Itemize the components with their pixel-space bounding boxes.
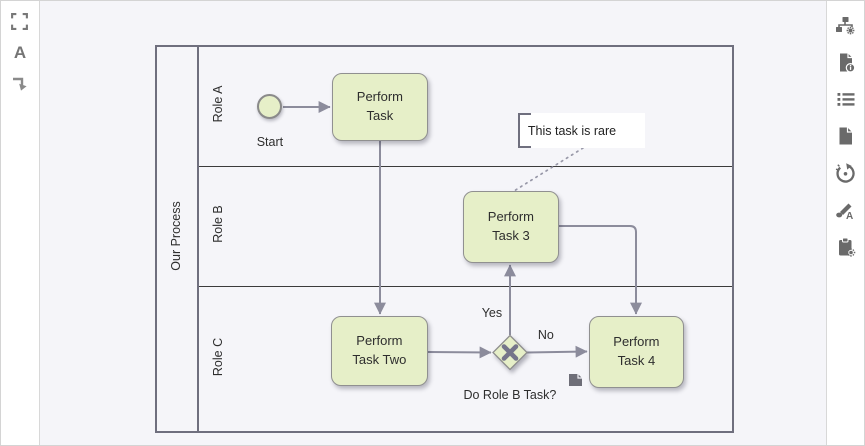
pool-header[interactable] bbox=[157, 47, 199, 431]
text-tool-button[interactable]: A bbox=[8, 40, 32, 64]
task-perform-task-3[interactable]: Perform Task 3 bbox=[462, 191, 559, 263]
clipboard-settings-icon bbox=[836, 237, 856, 258]
reset-history-icon bbox=[835, 162, 856, 184]
gateway-yes-label: Yes bbox=[481, 306, 503, 320]
task-perform-task[interactable]: Perform Task bbox=[331, 73, 428, 141]
connector-tool-button[interactable] bbox=[8, 71, 32, 95]
outline-list-button[interactable] bbox=[834, 87, 858, 111]
right-toolbar: A bbox=[826, 1, 864, 445]
file-info-button[interactable] bbox=[834, 50, 858, 74]
outline-list-icon bbox=[836, 90, 856, 108]
lane-label-role-a: Role A bbox=[210, 85, 225, 123]
fit-selection-button[interactable] bbox=[8, 9, 32, 33]
gateway-no-label: No bbox=[537, 328, 554, 342]
elbow-arrow-icon bbox=[10, 73, 30, 93]
lane-label-role-b: Role B bbox=[210, 205, 225, 243]
document-badge-icon[interactable] bbox=[567, 373, 584, 392]
gateway-question-label: Do Role B Task? bbox=[463, 388, 557, 402]
svg-text:A: A bbox=[846, 211, 853, 220]
edit-style-button[interactable]: A bbox=[834, 198, 858, 222]
edit-style-icon: A bbox=[835, 200, 856, 220]
task-perform-task-two[interactable]: Perform Task Two bbox=[330, 316, 428, 386]
annotation-text: This task is rare bbox=[527, 123, 617, 138]
clipboard-settings-button[interactable] bbox=[834, 235, 858, 259]
annotation-bracket bbox=[517, 113, 531, 148]
file-info-icon bbox=[836, 52, 856, 73]
lane-role-c[interactable] bbox=[198, 286, 732, 431]
lane-label-role-c: Role C bbox=[210, 337, 225, 377]
corner-brackets-icon bbox=[10, 12, 29, 31]
start-event-label: Start bbox=[256, 135, 284, 149]
page-button[interactable] bbox=[834, 124, 858, 148]
bpmn-pool[interactable] bbox=[154, 45, 734, 433]
diagram-canvas[interactable]: Our Process Role A Role B Role C bbox=[39, 1, 827, 445]
pool-title: Our Process bbox=[168, 201, 183, 271]
text-a-icon: A bbox=[13, 42, 27, 62]
diagram-tree-settings-button[interactable] bbox=[834, 13, 858, 37]
task-perform-task-4[interactable]: Perform Task 4 bbox=[588, 316, 684, 388]
reset-history-button[interactable] bbox=[834, 161, 858, 185]
left-toolbar: A bbox=[1, 1, 40, 445]
diagram-tree-settings-icon bbox=[835, 15, 856, 36]
lane-role-b[interactable] bbox=[198, 166, 732, 286]
text-annotation[interactable]: This task is rare bbox=[517, 113, 645, 148]
start-event[interactable] bbox=[256, 94, 282, 119]
page-icon bbox=[836, 126, 855, 146]
